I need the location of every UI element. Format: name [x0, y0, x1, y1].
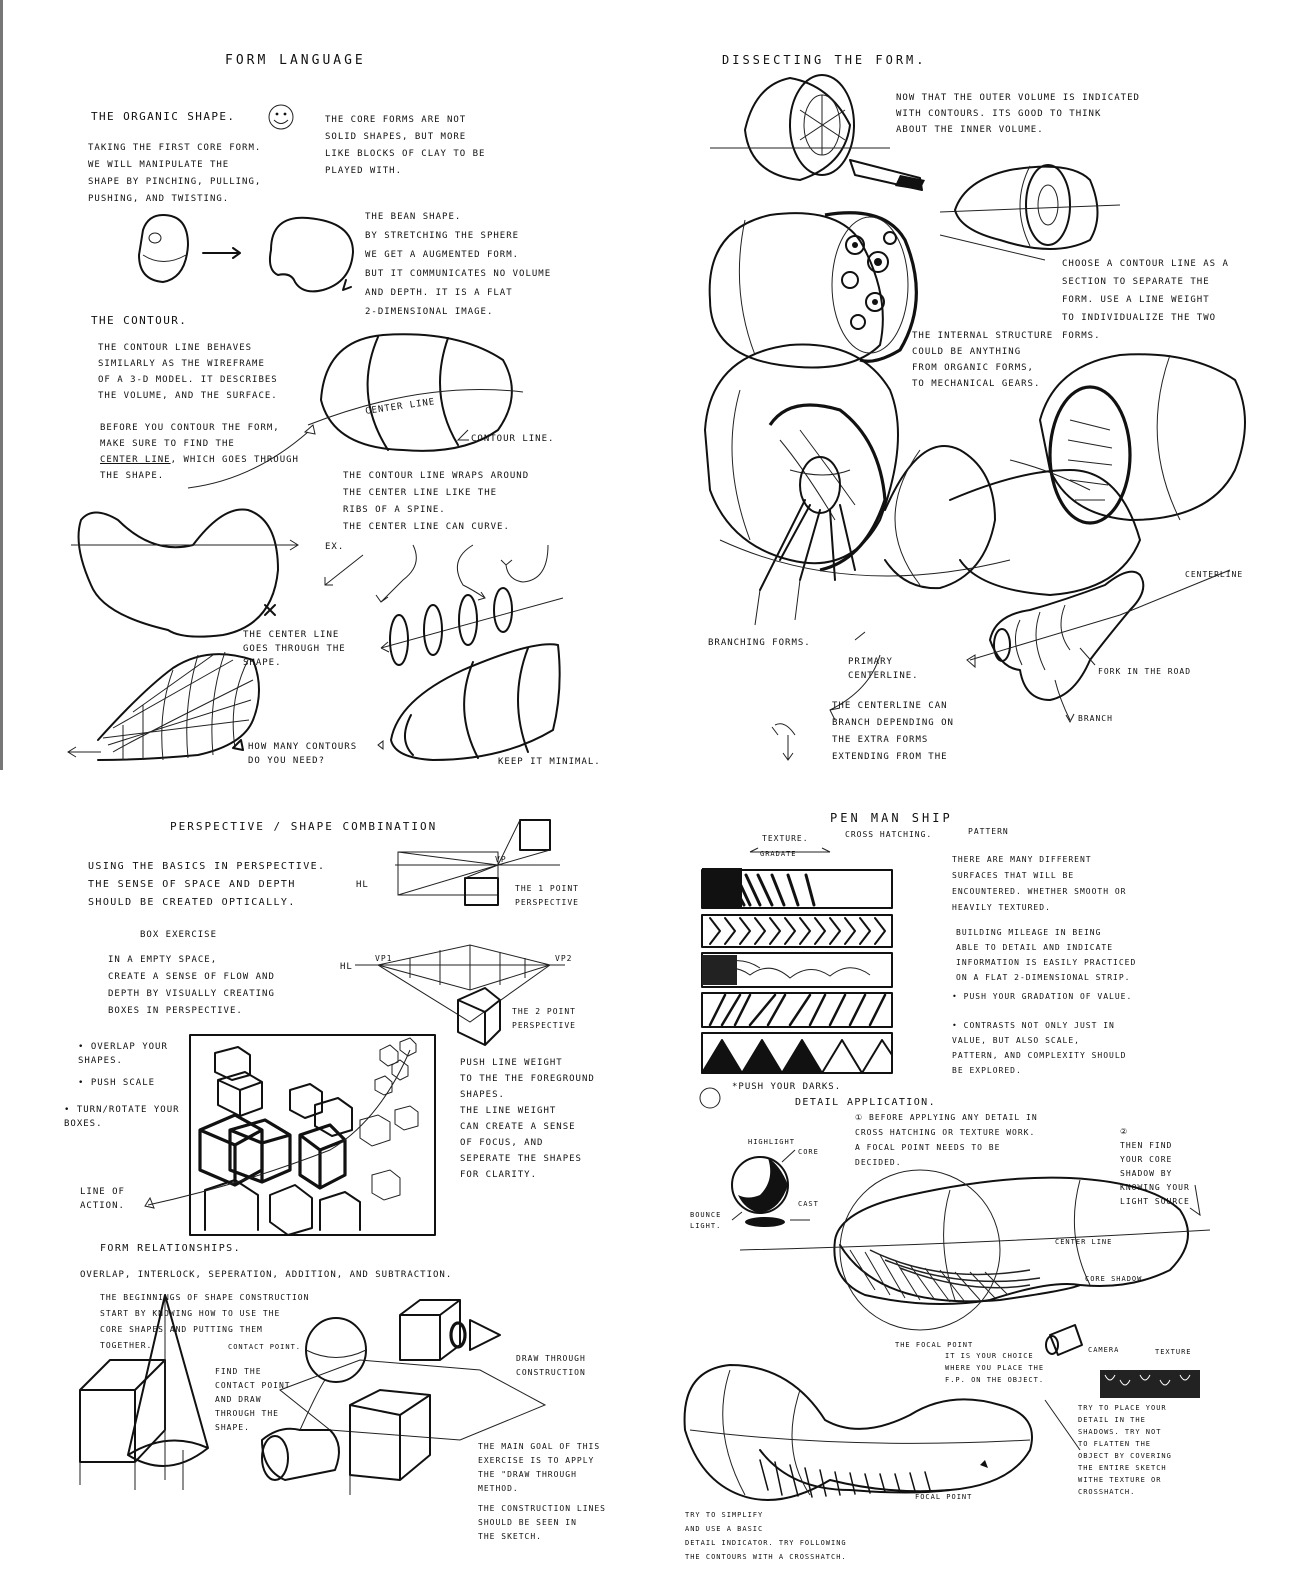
body-text: IN A EMPTY SPACE, CREATE A SENSE OF FLOW…: [108, 952, 275, 1020]
section-heading: THE ORGANIC SHAPE.: [91, 108, 235, 125]
label: FIND THE CONTACT POINT AND DRAW THROUGH …: [215, 1365, 291, 1435]
shaded-sphere-sketch: [732, 1150, 810, 1227]
body-text: THE INTERNAL STRUCTURE COULD BE ANYTHING…: [912, 328, 1053, 392]
section-heading: FORM RELATIONSHIPS.: [100, 1240, 241, 1257]
page-perspective: PERSPECTIVE / SHAPE COMBINATION USING TH…: [0, 790, 648, 1571]
body-text: THE CENTERLINE CAN BRANCH DEPENDING ON T…: [832, 698, 954, 766]
label: CORE: [798, 1145, 819, 1159]
side-note: THE CORE FORMS ARE NOT SOLID SHAPES, BUT…: [325, 112, 485, 180]
page-penmanship: PEN MAN SHIP TEXTURE. CROSS HATCHING. PA…: [650, 790, 1297, 1571]
curve-examples: [325, 545, 548, 602]
blob-sketch: [71, 509, 298, 636]
body-text: THERE ARE MANY DIFFERENT SURFACES THAT W…: [952, 852, 1127, 916]
body-text: ① BEFORE APPLYING ANY DETAIL IN CROSS HA…: [855, 1110, 1038, 1170]
label: HOW MANY CONTOURS DO YOU NEED?: [248, 740, 357, 768]
bean-sketch: [270, 218, 353, 292]
label: FOCAL POINT: [915, 1490, 972, 1504]
label: VP: [495, 853, 507, 867]
body-text: IT IS YOUR CHOICE WHERE YOU PLACE THE F.…: [945, 1350, 1044, 1386]
body-text: TAKING THE FIRST CORE FORM. WE WILL MANI…: [88, 140, 261, 208]
label: CENTER LINE: [1055, 1235, 1112, 1249]
label: FORK IN THE ROAD: [1098, 665, 1191, 679]
cone-contour-sketch: [378, 644, 560, 760]
sphere-sketch: [139, 215, 188, 282]
arrow-icon: [343, 280, 351, 290]
page-form-language: FORM LANGUAGE THE ORGANIC SHAPE. TAKING …: [0, 0, 651, 770]
label: THE CENTER LINE GOES THROUGH THE SHAPE.: [243, 628, 346, 670]
body-text: THE BEAN SHAPE. BY STRETCHING THE SPHERE…: [365, 208, 551, 322]
section-heading: DETAIL APPLICATION.: [795, 1094, 936, 1111]
page-title: PERSPECTIVE / SHAPE COMBINATION: [170, 818, 437, 835]
arrow-icon: [203, 248, 240, 258]
body-text: USING THE BASICS IN PERSPECTIVE. THE SEN…: [88, 858, 325, 912]
body-text: TRY TO PLACE YOUR DETAIL IN THE SHADOWS.…: [1078, 1402, 1172, 1498]
bullet-item: • CONTRASTS NOT ONLY JUST IN VALUE, BUT …: [952, 1018, 1127, 1078]
label: DRAW THROUGH CONSTRUCTION: [516, 1352, 586, 1380]
label: GRADATE: [760, 847, 797, 861]
label: CONTOUR LINE.: [471, 432, 554, 446]
page-title: FORM LANGUAGE: [225, 52, 366, 69]
body-text: THE MAIN GOAL OF THIS EXERCISE IS TO APP…: [478, 1440, 600, 1496]
label: CROSS HATCHING.: [845, 828, 932, 842]
camera-icon: [1046, 1325, 1082, 1355]
body-text: BEFORE YOU CONTOUR THE FORM, MAKE SURE T…: [100, 420, 299, 484]
body-text: TRY TO SIMPLIFY AND USE A BASIC DETAIL I…: [685, 1508, 847, 1564]
mechanical-cone-sketch: [710, 75, 925, 190]
label: *PUSH YOUR DARKS.: [732, 1080, 841, 1094]
body-text: PUSH LINE WEIGHT TO THE THE FOREGROUND S…: [460, 1055, 595, 1103]
label: CONTACT POINT.: [228, 1340, 301, 1354]
label: HL: [340, 960, 353, 974]
page-title: DISSECTING THE FORM.: [722, 52, 927, 69]
right-cone-sketch: [940, 165, 1120, 249]
bullet-item: • TURN/ROTATE YOUR BOXES.: [64, 1103, 180, 1131]
label: CENTERLINE: [1185, 568, 1243, 582]
smiley-icon: [269, 105, 293, 129]
center-line-underlined: CENTER LINE: [100, 455, 171, 465]
label: HL: [356, 878, 369, 892]
bullet-item: • OVERLAP YOUR SHAPES.: [78, 1040, 168, 1068]
section-heading: BOX EXERCISE: [140, 928, 217, 942]
label: LINE OF ACTION.: [80, 1185, 125, 1213]
label: PATTERN: [968, 825, 1009, 839]
boxes-composition: [200, 1038, 418, 1235]
page-dissecting-form: DISSECTING THE FORM. NOW THAT THE OUTER …: [650, 0, 1297, 770]
label: VP2: [555, 952, 572, 966]
section-heading: THE CONTOUR.: [91, 312, 187, 329]
wireframe-horn-sketch: [68, 652, 259, 760]
body-text: BUILDING MILEAGE IN BEING ABLE TO DETAIL…: [956, 925, 1136, 985]
body-text: ② THEN FIND YOUR CORE SHADOW BY KNOWING …: [1120, 1125, 1190, 1209]
bullet-item: • PUSH YOUR GRADATION OF VALUE.: [952, 990, 1132, 1004]
label: VP1: [375, 952, 392, 966]
label: CORE SHADOW: [1085, 1272, 1142, 1286]
spine-rings-sketch: [381, 588, 563, 665]
body-text: THE CONTOUR LINE BEHAVES SIMILARLY AS TH…: [98, 340, 278, 404]
label: TEXTURE: [1155, 1345, 1192, 1359]
label: KEEP IT MINIMAL.: [498, 755, 601, 769]
body-text: THE CONSTRUCTION LINES SHOULD BE SEEN IN…: [478, 1502, 606, 1544]
body-text: THE CONTOUR LINE WRAPS AROUND THE CENTER…: [343, 468, 529, 536]
label: BRANCH: [1078, 712, 1113, 726]
label: THE 2 POINT PERSPECTIVE: [512, 1005, 576, 1033]
label: BRANCHING FORMS.: [708, 636, 811, 650]
label: PRIMARY CENTERLINE.: [848, 655, 919, 683]
body-text: CHOOSE A CONTOUR LINE AS A SECTION TO SE…: [1062, 255, 1229, 345]
bullet-item: • PUSH SCALE: [78, 1076, 155, 1090]
label: CAST: [798, 1197, 819, 1211]
label: BOUNCE LIGHT.: [690, 1210, 721, 1232]
label: EX.: [325, 540, 344, 554]
label: THE 1 POINT PERSPECTIVE: [515, 882, 579, 910]
body-text: THE LINE WEIGHT CAN CREATE A SENSE OF FO…: [460, 1103, 582, 1183]
label: HIGHLIGHT: [748, 1135, 795, 1149]
label: TEXTURE.: [762, 832, 809, 846]
texture-sample: [1100, 1370, 1200, 1398]
body-text: OVERLAP, INTERLOCK, SEPERATION, ADDITION…: [80, 1268, 452, 1282]
page-title: PEN MAN SHIP: [830, 810, 953, 827]
texture-strips: [702, 848, 892, 1073]
body-text: NOW THAT THE OUTER VOLUME IS INDICATED W…: [896, 90, 1140, 138]
label: CAMERA: [1088, 1343, 1119, 1357]
